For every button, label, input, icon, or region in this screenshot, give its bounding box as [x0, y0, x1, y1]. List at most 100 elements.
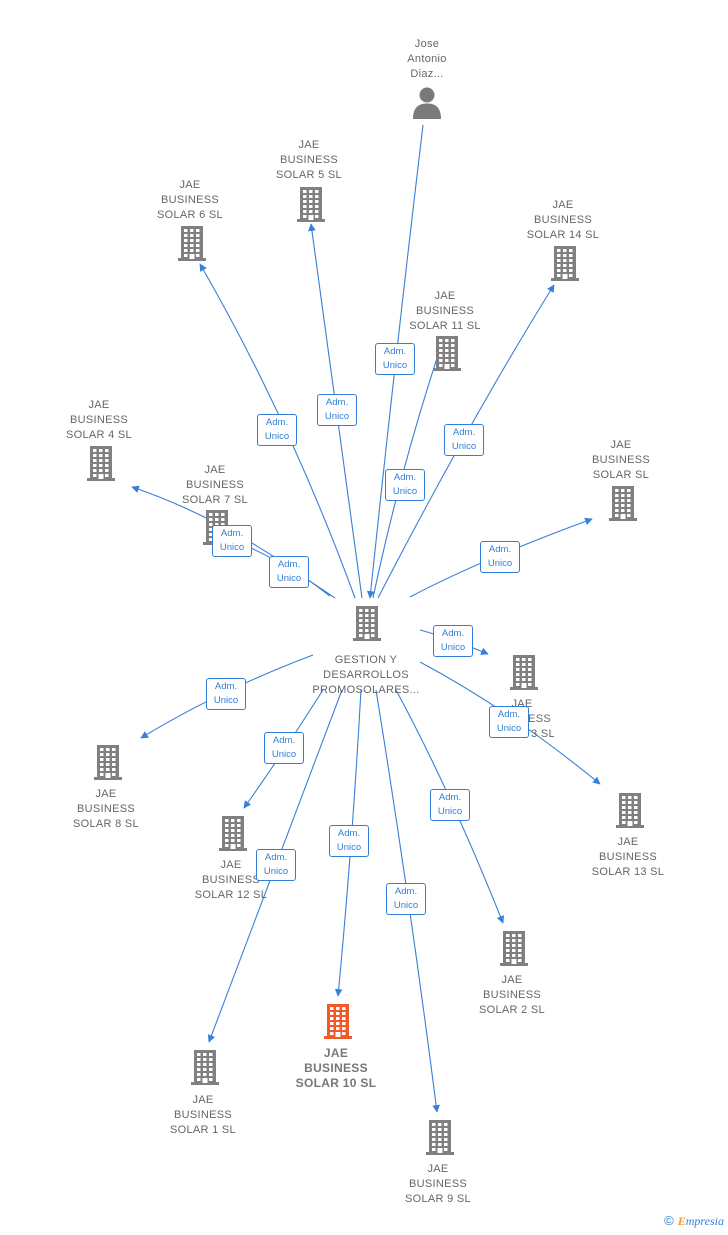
node-label-line: BUSINESS: [482, 989, 542, 1001]
node-label-line: SOLAR 2 SL: [479, 1004, 545, 1016]
brand-rest: mpresia: [685, 1214, 724, 1228]
badge-line2: Unico: [271, 749, 297, 760]
badge-line1: Adm.: [264, 852, 288, 863]
building-icon: [548, 245, 582, 281]
building-icon: [497, 930, 531, 966]
node-label-line: SOLAR 13 SL: [591, 866, 665, 878]
node-label-line: Diaz...: [410, 68, 444, 80]
node-label-line: BUSINESS: [591, 454, 651, 466]
badge-line2: Unico: [213, 695, 239, 706]
node-label-line: SOLAR 1 SL: [170, 1124, 236, 1136]
badge-line2: Unico: [487, 558, 513, 569]
node-label-line: BUSINESS: [201, 874, 261, 886]
copyright-symbol: ©: [664, 1213, 674, 1228]
node-label-line: SOLAR 5 SL: [276, 169, 342, 181]
badge-line1: Adm.: [272, 735, 296, 746]
node-label-line: JAE: [501, 974, 523, 986]
edge-label-badge[interactable]: Adm. Unico: [317, 394, 357, 426]
building-icon: [188, 1049, 222, 1085]
node-label: JAE BUSINESS SOLAR 12 SL: [166, 858, 296, 903]
node-label-line: JAE: [434, 290, 456, 302]
node-label-line: JAE: [323, 1046, 349, 1060]
edge-label-badge[interactable]: Adm.Unico: [269, 556, 309, 588]
node-label-line: SOLAR 6 SL: [157, 209, 223, 221]
edge-label-badge[interactable]: Adm.Unico: [489, 706, 529, 738]
building-icon: [175, 225, 209, 261]
brand-initial: E: [677, 1214, 686, 1228]
building-icon: [294, 186, 328, 222]
node-label-line: BUSINESS: [533, 214, 593, 226]
edge-label-badge[interactable]: Adm.Unico: [385, 469, 425, 501]
node-label-line: JAE: [610, 439, 632, 451]
badge-line1: Adm.: [438, 792, 462, 803]
node-label-line: SOLAR SL: [592, 469, 650, 481]
edge-label-badge[interactable]: Adm. Unico: [329, 825, 369, 857]
badge-line2: Unico: [393, 900, 419, 911]
building-icon: [430, 335, 464, 371]
building-icon: [84, 445, 118, 481]
building-icon: [613, 792, 647, 828]
node-label: JAE BUSINESS SOLAR 2 SL: [447, 973, 577, 1018]
edge-label-badge[interactable]: Adm.Unico: [480, 541, 520, 573]
footer-brand[interactable]: ©Empresia: [664, 1213, 724, 1229]
node-label-line: JAE: [427, 1163, 449, 1175]
node-label-line: BUSINESS: [415, 305, 475, 317]
building-icon: [91, 744, 125, 780]
edge-label-badge[interactable]: Adm. Unico: [257, 414, 297, 446]
node-label-line: PROMOSOLARES...: [312, 684, 420, 696]
node-label-line: BUSINESS: [304, 1061, 368, 1075]
edge-label-badge[interactable]: Adm. Unico: [375, 343, 415, 375]
badge-line2: Unico: [264, 431, 290, 442]
badge-line2: Unico: [219, 542, 245, 553]
node-label-line: JAE: [95, 788, 117, 800]
node-label-line: JAE: [617, 836, 639, 848]
badge-line1: Adm.: [337, 828, 361, 839]
node-label-line: BUSINESS: [173, 1109, 233, 1121]
badge-line2: Unico: [382, 360, 408, 371]
brand-logo: Empresia: [678, 1214, 724, 1228]
node-label-line: SOLAR 7 SL: [182, 494, 248, 506]
building-icon: [507, 654, 541, 690]
edge-label-badge[interactable]: Adm.Unico: [212, 525, 252, 557]
badge-line2: Unico: [263, 866, 289, 877]
badge-line2: Unico: [324, 411, 350, 422]
badge-line1: Adm.: [214, 681, 238, 692]
node-label: JAE BUSINESS SOLAR SL: [556, 438, 686, 483]
node-label-line: SOLAR 12 SL: [194, 889, 268, 901]
edge-label-badge[interactable]: Adm. Unico: [206, 678, 246, 710]
building-icon: [606, 485, 640, 521]
building-icon: [423, 1119, 457, 1155]
edge-label-badge[interactable]: Adm. Unico: [256, 849, 296, 881]
person-icon: [410, 85, 444, 121]
badge-line1: Adm.: [277, 559, 301, 570]
edge-label-badge[interactable]: Adm.Unico: [444, 424, 484, 456]
node-label: JAE BUSINESS SOLAR 5 SL: [244, 138, 374, 183]
badge-line1: Adm.: [393, 472, 417, 483]
badge-line2: Unico: [496, 723, 522, 734]
badge-line2: Unico: [336, 842, 362, 853]
edge-label-badge[interactable]: Adm. Unico: [386, 883, 426, 915]
edge-label-badge[interactable]: Adm.Unico: [433, 625, 473, 657]
node-label-line: BUSINESS: [69, 414, 129, 426]
edge-label-badge[interactable]: Adm.Unico: [430, 789, 470, 821]
node-label-line: Jose: [414, 38, 440, 50]
node-label-line: BUSINESS: [185, 479, 245, 491]
node-label-line: JAE: [298, 139, 320, 151]
badge-line1: Adm.: [394, 886, 418, 897]
badge-line1: Adm.: [452, 427, 476, 438]
badge-line1: Adm.: [325, 397, 349, 408]
badge-line1: Adm.: [383, 346, 407, 357]
node-label-line: BUSINESS: [279, 154, 339, 166]
badge-line1: Adm.: [265, 417, 289, 428]
edge-label-badge[interactable]: Adm. Unico: [264, 732, 304, 764]
target-building-icon: [321, 1003, 355, 1039]
node-label-line: BUSINESS: [408, 1178, 468, 1190]
node-label-line: JAE: [220, 859, 242, 871]
node-label-line: SOLAR 4 SL: [66, 429, 132, 441]
